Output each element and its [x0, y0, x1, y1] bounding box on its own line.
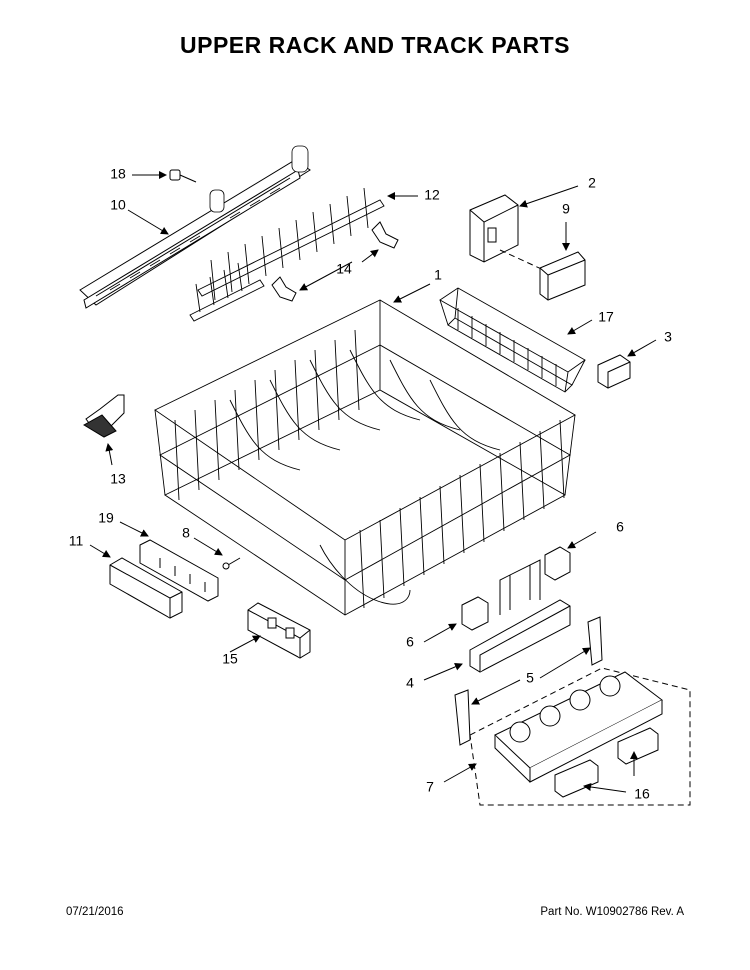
clip-part[interactable] [271, 221, 399, 302]
callout-6-left: 6 [406, 634, 414, 650]
leader-lines [89, 171, 657, 793]
callout-17: 17 [598, 309, 614, 325]
footer-date: 07/21/2016 [66, 906, 124, 918]
callout-16: 16 [634, 786, 650, 802]
footer-part-number: Part No. W10902786 Rev. A [540, 906, 684, 918]
clip-part-6b[interactable] [544, 546, 571, 581]
callout-4: 4 [406, 675, 414, 691]
rack-stop-part-a[interactable] [454, 689, 471, 746]
callout-1: 1 [434, 267, 442, 283]
callout-5: 5 [526, 670, 534, 686]
track-part[interactable] [79, 145, 311, 309]
callout-6-right: 6 [616, 519, 624, 535]
rack-adjuster-part-16a[interactable] [554, 759, 599, 798]
bracket-part-2[interactable] [469, 194, 519, 263]
callout-13: 13 [110, 471, 126, 487]
upper-rack-part[interactable] [154, 299, 576, 616]
rack-adjuster-part-4[interactable] [469, 559, 571, 673]
rack-adjuster-part-16b[interactable] [617, 727, 659, 765]
clip-part-3[interactable] [597, 354, 631, 389]
end-cap-part-11[interactable] [109, 557, 183, 619]
callout-8: 8 [182, 525, 190, 541]
callout-10: 10 [110, 197, 126, 213]
callout-9: 9 [562, 201, 570, 217]
manifold-part[interactable] [83, 394, 125, 438]
tine-row-part[interactable] [189, 187, 385, 322]
bracket-part-9[interactable] [539, 251, 586, 301]
callout-15: 15 [222, 651, 238, 667]
callout-3: 3 [664, 329, 672, 345]
callout-14: 14 [336, 261, 352, 277]
callout-2: 2 [588, 175, 596, 191]
callout-labels: 18 10 12 2 9 14 1 17 3 13 19 11 8 15 6 6… [69, 166, 672, 802]
screw-part[interactable] [169, 169, 197, 183]
clip-part-6a[interactable] [461, 596, 489, 631]
pin-part[interactable] [222, 557, 241, 570]
rack-adjuster-part-15[interactable] [247, 602, 311, 659]
basket-part[interactable] [439, 287, 586, 393]
end-cap-part-19[interactable] [139, 539, 219, 602]
callout-12: 12 [424, 187, 440, 203]
callout-7: 7 [426, 779, 434, 795]
rack-stop-part-b[interactable] [587, 616, 603, 666]
callout-19: 19 [98, 510, 114, 526]
page-title: UPPER RACK AND TRACK PARTS [180, 32, 570, 58]
rack-adjuster-kit-part[interactable] [469, 667, 691, 806]
callout-11: 11 [69, 533, 84, 549]
callout-18: 18 [110, 166, 126, 182]
